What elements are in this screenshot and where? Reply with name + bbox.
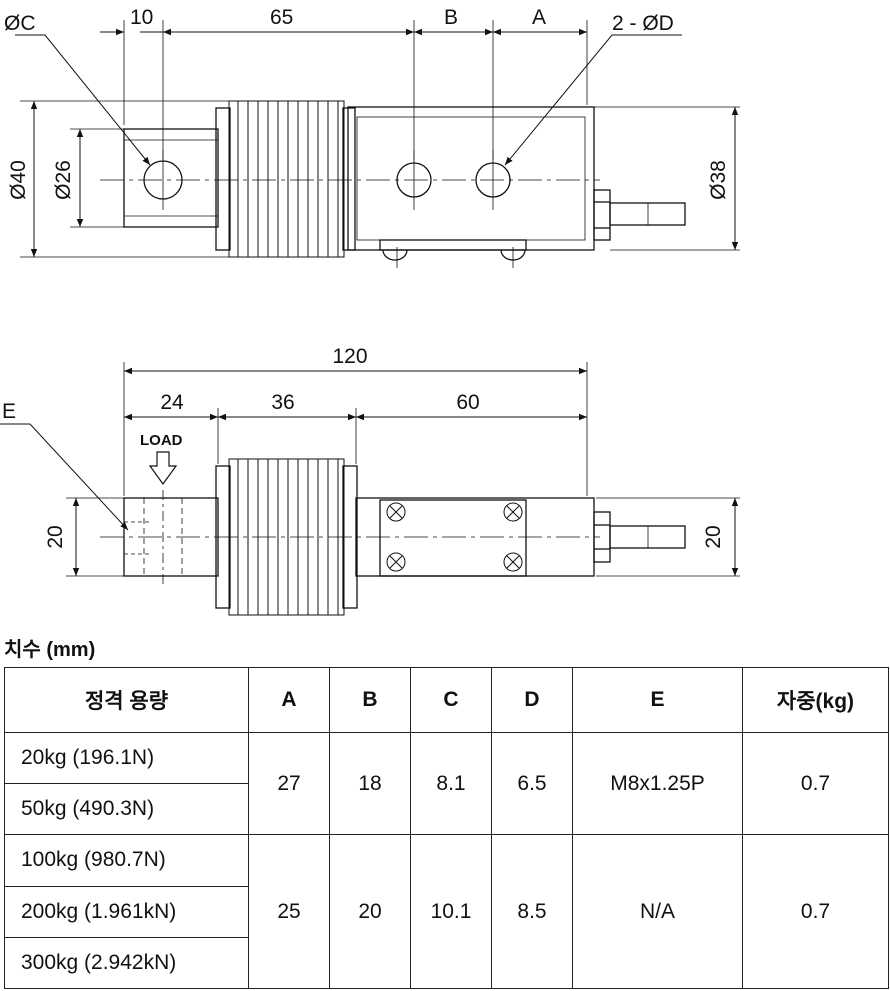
header-e: E [572, 667, 743, 733]
dim-120: 120 [332, 345, 367, 368]
capacity-cell: 20kg (196.1N) [4, 731, 249, 785]
dim-a: A [532, 6, 546, 29]
side-plate [379, 499, 527, 577]
table-row: 200kg (1.961kN) [4, 885, 889, 938]
table-title: 치수 (mm) [4, 639, 96, 661]
top-bottom-plate [379, 239, 527, 251]
top-right-flange [342, 107, 356, 251]
c-cell: 10.1 [410, 834, 492, 989]
header-b: B [329, 667, 411, 733]
top-view [15, 20, 740, 268]
label-e: E [2, 400, 16, 423]
load-arrow-icon [148, 451, 178, 486]
b-cell: 18 [329, 731, 411, 836]
table-row: 100kg (980.7N) 25 20 10.1 8.5 N/A 0.7 [4, 834, 889, 989]
top-left-block [123, 128, 219, 228]
side-view [0, 362, 740, 616]
top-left-flange [215, 107, 231, 251]
dim-24: 24 [160, 391, 184, 414]
a-cell: 27 [248, 731, 330, 836]
d-cell: 8.5 [491, 834, 573, 989]
header-capacity: 정격 용량 [4, 667, 249, 733]
header-a: A [248, 667, 330, 733]
dim-65: 65 [270, 6, 293, 29]
dimensions-table: 정격 용량 A B C D E 자중(kg) 20kg (196.1N) 27 … [4, 667, 889, 990]
side-screws [386, 502, 523, 572]
label-2od: 2 - ØD [612, 12, 674, 35]
table-row: 300kg (2.942kN) [4, 936, 889, 990]
header-d: D [491, 667, 573, 733]
dim-o26: Ø26 [52, 160, 75, 200]
dim-60: 60 [456, 391, 479, 414]
dim-o38: Ø38 [707, 160, 730, 200]
dim-10: 10 [130, 6, 153, 29]
c-cell: 8.1 [410, 731, 492, 836]
dim-b: B [444, 6, 458, 29]
dim-o40: Ø40 [7, 160, 30, 200]
load-cell-drawing: ØC 10 65 B A 2 - ØD Ø40 Ø26 Ø38 [0, 6, 740, 616]
dim-20-left: 20 [44, 525, 67, 548]
top-cable [609, 202, 686, 226]
dim-36: 36 [271, 391, 294, 414]
load-label: LOAD [140, 432, 183, 449]
header-c: C [410, 667, 492, 733]
d-cell: 6.5 [491, 731, 573, 836]
capacity-cell: 300kg (2.942kN) [4, 936, 249, 990]
label-oc: ØC [4, 12, 36, 35]
a-cell: 25 [248, 834, 330, 989]
weight-cell: 0.7 [742, 731, 889, 836]
e-cell: M8x1.25P [572, 731, 743, 836]
b-cell: 20 [329, 834, 411, 989]
capacity-cell: 50kg (490.3N) [4, 783, 249, 836]
top-bellows [228, 100, 345, 258]
table-row: 20kg (196.1N) 27 18 8.1 6.5 M8x1.25P 0.7 [4, 731, 889, 836]
top-cable-gland [593, 189, 611, 241]
e-cell: N/A [572, 834, 743, 989]
capacity-cell: 200kg (1.961kN) [4, 885, 249, 938]
header-weight: 자중(kg) [742, 667, 889, 733]
table-header-row: 정격 용량 A B C D E 자중(kg) [4, 667, 889, 733]
weight-cell: 0.7 [742, 834, 889, 989]
table-row: 50kg (490.3N) [4, 783, 889, 836]
capacity-cell: 100kg (980.7N) [4, 834, 249, 887]
top-main-body [347, 106, 595, 251]
side-cable [609, 525, 686, 549]
dim-20-right: 20 [702, 525, 725, 548]
